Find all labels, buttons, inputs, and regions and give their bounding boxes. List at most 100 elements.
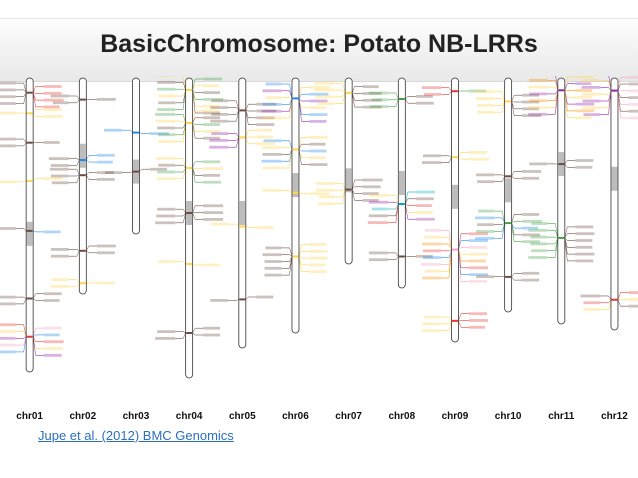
marker-connector (182, 114, 186, 124)
marker-highlight (158, 140, 176, 143)
chromosome-band (132, 170, 139, 173)
marker-highlight (210, 119, 229, 123)
marker-connector (289, 140, 293, 150)
marker-highlight (309, 192, 330, 196)
marker-highlight (264, 266, 282, 270)
marker-highlight (210, 106, 229, 109)
chromosome-band (451, 90, 458, 93)
marker-connector (76, 158, 80, 161)
marker-connector (511, 176, 515, 179)
marker-connector (351, 86, 355, 93)
marker-connector (511, 171, 515, 177)
chromosome-body (185, 77, 194, 379)
marker-connector (32, 328, 36, 337)
marker-highlight (43, 299, 60, 302)
chromosome-band (239, 109, 246, 112)
marker-connector (511, 95, 515, 102)
marker-connector (192, 85, 196, 91)
marker-highlight (203, 116, 221, 120)
marker-highlight (0, 144, 16, 148)
marker-connector (192, 122, 196, 125)
marker-connector (192, 167, 196, 183)
marker-highlight (203, 104, 220, 108)
marker-highlight (256, 109, 277, 113)
marker-highlight (158, 260, 176, 263)
marker-connector (555, 230, 559, 238)
marker-highlight (309, 106, 327, 110)
chromosome-band (186, 263, 193, 265)
marker-connector (342, 83, 346, 93)
citation-link[interactable]: Jupe et al. (2012) BMC Genomics (38, 428, 234, 443)
marker-highlight (529, 162, 548, 166)
marker-connector (395, 98, 399, 107)
marker-highlight (423, 315, 441, 319)
marker-connector (182, 167, 186, 173)
title-band (0, 18, 638, 82)
marker-highlight (155, 221, 176, 225)
marker-highlight (43, 347, 63, 350)
chromosome-band (345, 188, 352, 191)
marker-connector (395, 195, 399, 205)
marker-connector (555, 76, 559, 91)
marker-highlight (468, 280, 487, 283)
marker-connector (192, 167, 196, 169)
marker-highlight (104, 171, 122, 174)
marker-connector (76, 249, 80, 252)
chromosome-band (505, 175, 512, 178)
chromosome-body (557, 77, 566, 325)
marker-highlight (309, 243, 327, 246)
marker-highlight (309, 263, 326, 267)
marker-highlight (475, 236, 495, 240)
marker-highlight (581, 86, 601, 89)
marker-highlight (522, 93, 540, 97)
marker-highlight (48, 157, 69, 161)
marker-highlight (415, 211, 433, 214)
marker-connector (511, 101, 515, 103)
marker-connector (511, 221, 515, 224)
marker-connector (236, 137, 240, 148)
marker-highlight (468, 312, 487, 316)
chromosome-body (132, 77, 140, 235)
marker-highlight (149, 167, 167, 171)
marker-connector (182, 89, 186, 110)
marker-connector (608, 90, 612, 95)
marker-highlight (531, 249, 548, 253)
centromere (398, 171, 405, 195)
chromosome-label: chr04 (176, 411, 203, 422)
marker-highlight (309, 270, 327, 274)
marker-highlight (369, 105, 388, 108)
marker-connector (298, 98, 302, 122)
marker-highlight (362, 105, 382, 109)
marker-highlight (575, 89, 593, 92)
marker-connector (289, 90, 293, 99)
marker-highlight (203, 211, 224, 214)
marker-connector (395, 252, 399, 257)
marker-highlight (0, 102, 16, 105)
marker-connector (289, 190, 293, 193)
marker-highlight (0, 350, 16, 354)
marker-highlight (422, 256, 441, 259)
marker-highlight (522, 271, 540, 275)
marker-connector (23, 336, 27, 352)
marker-highlight (309, 156, 326, 160)
marker-highlight (96, 98, 116, 101)
marker-highlight (314, 81, 335, 85)
marker-highlight (362, 85, 379, 89)
marker-highlight (43, 115, 63, 118)
marker-highlight (0, 81, 16, 85)
chromosome-label: chr02 (69, 411, 96, 422)
marker-connector (448, 249, 452, 279)
marker-connector (342, 189, 346, 191)
marker-connector (564, 163, 568, 168)
chromosome-band (186, 89, 193, 91)
marker-connector (405, 96, 408, 100)
marker-highlight (157, 87, 176, 91)
marker-highlight (309, 113, 328, 116)
marker-connector (182, 209, 186, 214)
marker-connector (23, 296, 27, 299)
marker-connector (236, 100, 240, 111)
marker-highlight (309, 142, 326, 146)
marker-highlight (522, 107, 540, 111)
marker-connector (405, 203, 408, 206)
marker-highlight (476, 90, 495, 94)
